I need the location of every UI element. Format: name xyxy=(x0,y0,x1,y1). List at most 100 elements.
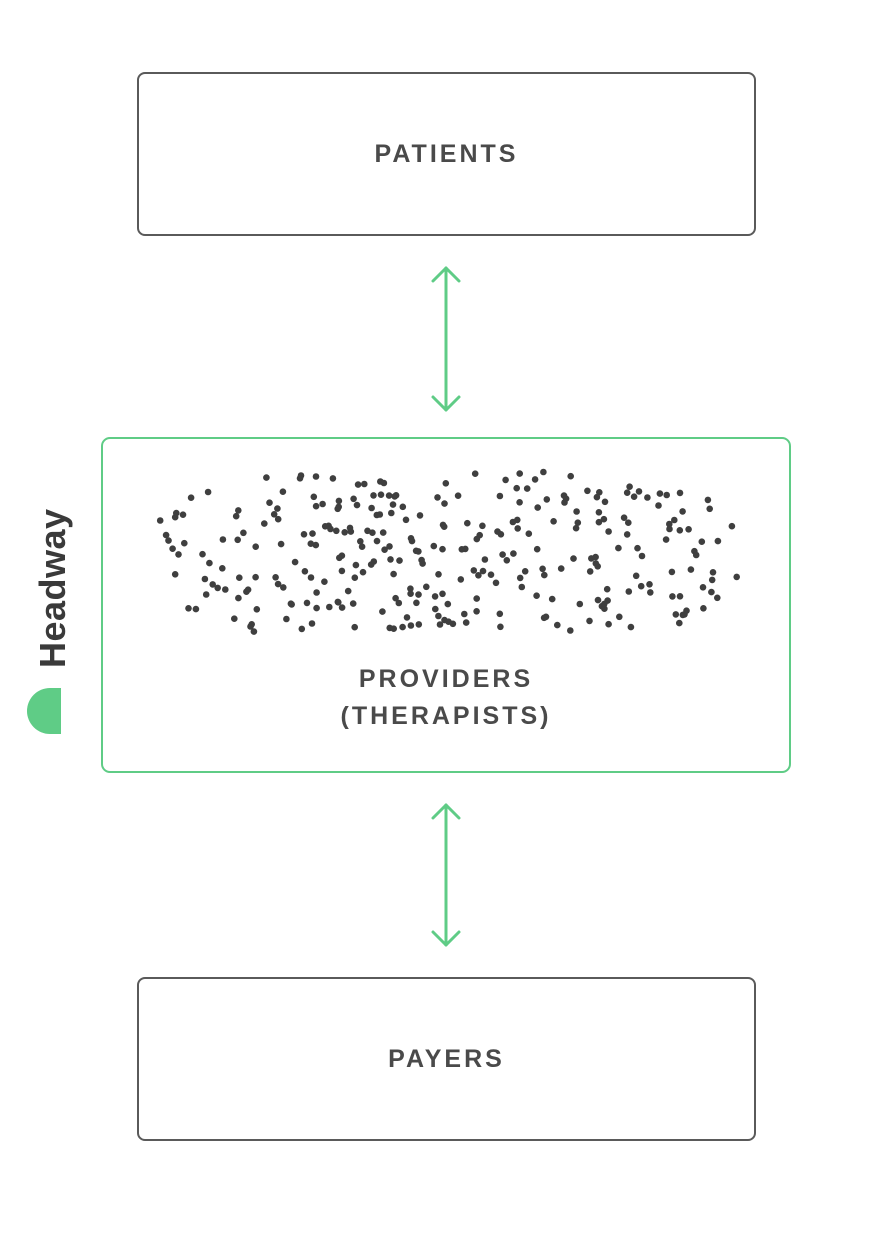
provider-dot xyxy=(567,472,574,480)
provider-dot xyxy=(334,505,341,513)
provider-dot xyxy=(676,593,684,600)
provider-dot xyxy=(550,518,557,525)
providers-label-line1: PROVIDERS xyxy=(358,665,534,693)
bidirectional-arrow-icon xyxy=(431,266,461,412)
provider-dot xyxy=(671,516,678,524)
provider-dot xyxy=(531,476,539,483)
provider-dot xyxy=(620,514,628,521)
provider-dot xyxy=(351,574,359,581)
provider-dot xyxy=(263,474,270,481)
provider-dot xyxy=(187,494,195,501)
provider-dot xyxy=(592,553,599,561)
provider-dot xyxy=(699,584,707,591)
provider-dot xyxy=(206,559,213,567)
provider-dot xyxy=(533,545,541,553)
provider-dot xyxy=(361,480,368,488)
provider-dot xyxy=(307,574,315,581)
provider-dot xyxy=(358,543,366,550)
provider-dot xyxy=(475,572,482,579)
provider-dot xyxy=(708,588,715,596)
provider-dot xyxy=(274,580,282,588)
provider-dot xyxy=(714,594,721,602)
provider-dot xyxy=(623,531,631,538)
provider-dot xyxy=(338,567,346,575)
provider-dot xyxy=(253,606,261,613)
provider-dot xyxy=(435,612,442,620)
provider-dot xyxy=(235,507,242,514)
provider-dot xyxy=(733,573,740,581)
provider-dot xyxy=(418,556,425,564)
provider-dot xyxy=(481,556,489,563)
provider-dot xyxy=(672,611,680,618)
provider-dot xyxy=(601,605,608,612)
provider-dot xyxy=(533,592,540,599)
providers-label-line2: (THERAPISTS) xyxy=(340,702,552,730)
arrow-head-down xyxy=(431,930,461,947)
provider-dot xyxy=(516,470,523,477)
provider-dot xyxy=(567,627,574,634)
provider-dot xyxy=(473,535,481,543)
provider-dot xyxy=(403,614,411,621)
provider-dot xyxy=(502,476,509,484)
provider-dot xyxy=(219,536,227,543)
provider-dot xyxy=(303,599,311,607)
provider-dot xyxy=(439,590,446,598)
arrow-head-up xyxy=(431,803,461,820)
provider-dot xyxy=(169,545,176,552)
provider-dot xyxy=(234,536,241,544)
provider-dot xyxy=(235,594,242,602)
provider-dot xyxy=(199,550,206,558)
provider-dot xyxy=(432,605,439,613)
provider-dot xyxy=(185,605,192,612)
provider-dot xyxy=(308,620,316,627)
provider-dot xyxy=(202,591,210,598)
provider-dot xyxy=(499,551,506,558)
provider-dot xyxy=(301,568,309,575)
headway-wordmark: Headway xyxy=(32,508,73,668)
provider-dot xyxy=(681,611,688,618)
provider-dot xyxy=(407,535,415,542)
provider-dot xyxy=(647,589,654,596)
provider-dot xyxy=(586,568,594,575)
provider-dot xyxy=(395,599,403,607)
provider-dot xyxy=(236,574,243,581)
provider-dot xyxy=(333,527,340,535)
provider-dot xyxy=(436,621,444,628)
providers-label: PROVIDERS (THERAPISTS) xyxy=(103,661,789,735)
provider-dot xyxy=(277,540,285,548)
provider-dot xyxy=(336,554,343,562)
provider-dot xyxy=(407,622,415,629)
provider-dot xyxy=(600,515,608,523)
provider-dot xyxy=(344,587,352,595)
provider-dot xyxy=(594,596,602,604)
provider-dot xyxy=(399,503,407,511)
provider-dot xyxy=(516,574,524,582)
provider-dot xyxy=(616,613,623,621)
provider-dot xyxy=(359,568,367,576)
provider-dot xyxy=(353,501,361,509)
provider-dot xyxy=(279,488,287,495)
provider-dot xyxy=(479,522,486,530)
provider-dot xyxy=(471,470,479,477)
provider-dot xyxy=(388,509,395,517)
provider-dot xyxy=(668,568,676,576)
provider-dot xyxy=(291,558,299,566)
provider-dot xyxy=(283,615,290,623)
provider-dot xyxy=(232,512,240,520)
provider-dot xyxy=(666,525,673,533)
provider-dot xyxy=(676,527,684,534)
bidirectional-arrow-icon xyxy=(431,803,461,947)
provider-dot xyxy=(430,542,438,550)
provider-dot xyxy=(464,519,471,527)
provider-dot xyxy=(554,621,561,629)
provider-dot xyxy=(321,523,329,530)
provider-dot xyxy=(192,605,200,613)
provider-dot xyxy=(416,512,424,519)
provider-dot xyxy=(692,551,700,559)
provider-dot xyxy=(615,544,622,552)
provider-dot xyxy=(435,571,442,578)
provider-dot xyxy=(685,526,692,533)
provider-dot xyxy=(570,555,577,562)
provider-dot xyxy=(626,483,633,490)
provider-dot xyxy=(509,518,517,526)
